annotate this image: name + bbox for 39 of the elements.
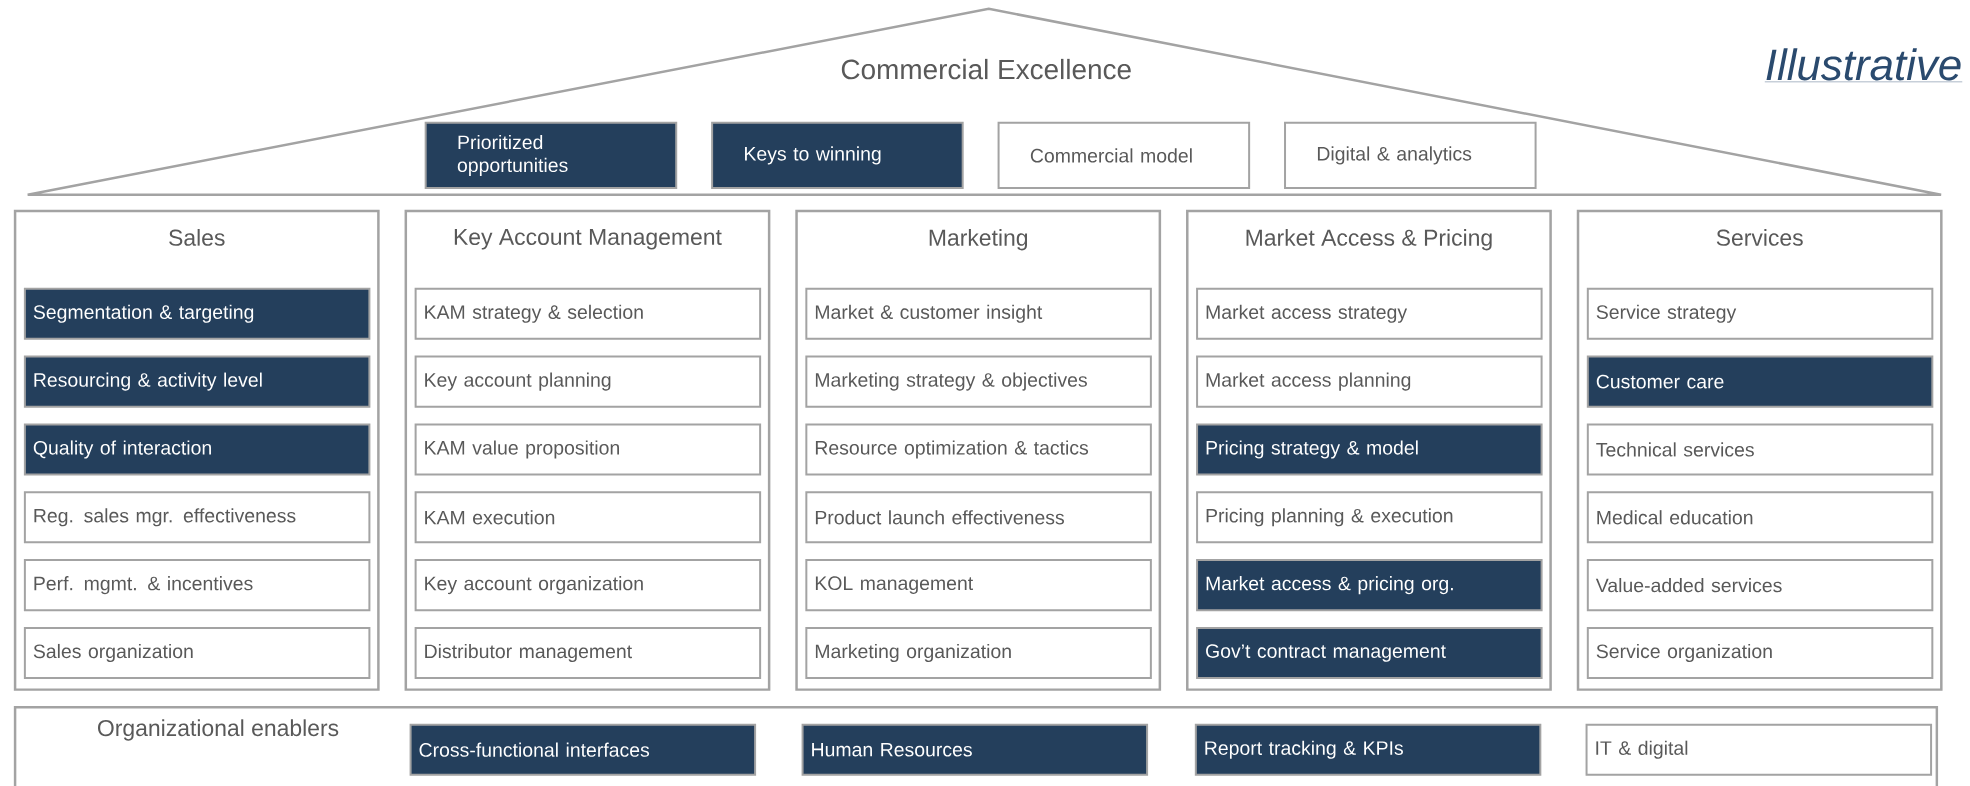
item-box: Market & customer insight (805, 287, 1152, 340)
item-box: KAM value proposition (414, 423, 762, 476)
item-box: Service organization (1586, 626, 1934, 679)
item-box: Pricing planning & execution (1196, 491, 1543, 544)
item-box: Resource optimization & tactics (805, 423, 1152, 476)
item-box: Product launch effectiveness (805, 491, 1152, 544)
item-box: Distributor management (414, 626, 762, 679)
item-box: Sales organization (23, 626, 371, 679)
item-box: Technical services (1586, 423, 1934, 476)
item-box: Digital & analytics (1284, 121, 1537, 189)
highlighted-box: Report tracking & KPIs (1194, 723, 1542, 776)
highlighted-box: Cross-functional interfaces (409, 723, 757, 776)
highlighted-box: Segmentation & targeting (23, 287, 371, 340)
item-box: KAM strategy & selection (414, 287, 762, 340)
item-box: Market access planning (1196, 355, 1543, 408)
highlighted-box: Human Resources (801, 723, 1149, 776)
illustrative-label: Illustrative (1764, 48, 1963, 82)
item-box: Marketing strategy & objectives (805, 355, 1152, 408)
highlighted-box: Pricing strategy & model (1196, 423, 1543, 476)
highlighted-box: Customer care (1586, 355, 1934, 408)
item-box: IT & digital (1585, 723, 1933, 776)
item-box: Commercial model (997, 121, 1251, 189)
item-box: KAM execution (414, 491, 762, 544)
item-box: Marketing organization (805, 626, 1152, 679)
item-box: Market access strategy (1196, 287, 1543, 340)
item-box: Medical education (1586, 491, 1934, 544)
item-box: Service strategy (1586, 287, 1934, 340)
highlighted-box: Keys to winning (711, 121, 964, 189)
item-box: Key account organization (414, 558, 762, 611)
highlighted-box: Market access & pricing org. (1196, 558, 1543, 611)
highlighted-box: Gov’t contract management (1196, 626, 1543, 679)
item-box: KOL management (805, 558, 1152, 611)
item-box: Perf. mgmt. & incentives (23, 558, 371, 611)
item-box: Reg. sales mgr. effectiveness (23, 491, 371, 544)
highlighted-box: Quality of interaction (23, 423, 371, 476)
highlighted-box: Prioritized opportunities (424, 121, 678, 189)
item-box: Key account planning (414, 355, 762, 408)
highlighted-box: Resourcing & activity level (23, 355, 371, 408)
item-box: Value-added services (1586, 558, 1934, 611)
